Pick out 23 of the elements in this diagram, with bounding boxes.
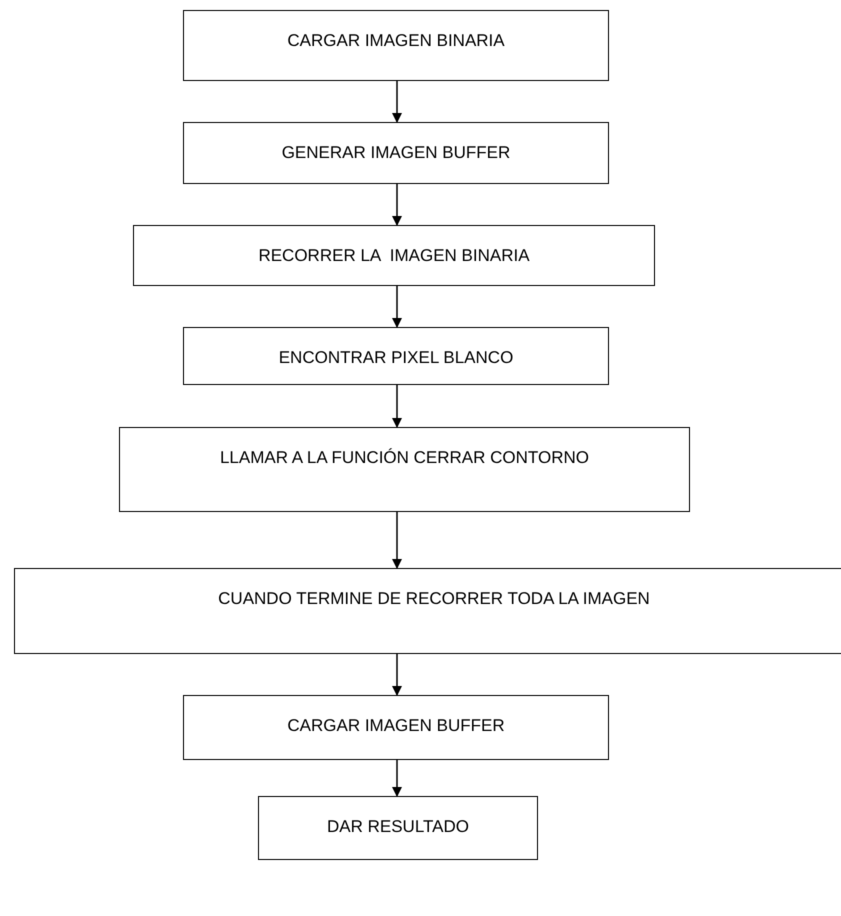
box-label: DAR RESULTADO (326, 817, 469, 837)
box-label: ENCONTRAR PIXEL BLANCO (278, 348, 514, 368)
process-box (183, 695, 609, 760)
process-box (183, 327, 609, 385)
arrow (392, 760, 402, 797)
process-box (14, 568, 841, 654)
process-box (133, 225, 655, 286)
box-label: RECORRER LA IMAGEN BINARIA (258, 246, 530, 266)
process-box (183, 10, 609, 81)
arrow (392, 81, 402, 123)
arrow (392, 385, 402, 428)
process-box (183, 122, 609, 184)
box-label: GENERAR IMAGEN BUFFER (282, 143, 510, 163)
process-box (119, 427, 690, 512)
box-label: LLAMAR A LA FUNCIÓN CERRAR CONTORNO (220, 448, 590, 468)
box-label: CARGAR IMAGEN BUFFER (287, 716, 505, 736)
process-box (258, 796, 538, 860)
arrow (392, 654, 402, 696)
box-label: CARGAR IMAGEN BINARIA (287, 31, 505, 51)
arrow (392, 512, 402, 569)
box-label: CUANDO TERMINE DE RECORRER TODA LA IMAGEN (218, 589, 650, 609)
arrow (392, 184, 402, 226)
arrow (392, 286, 402, 328)
